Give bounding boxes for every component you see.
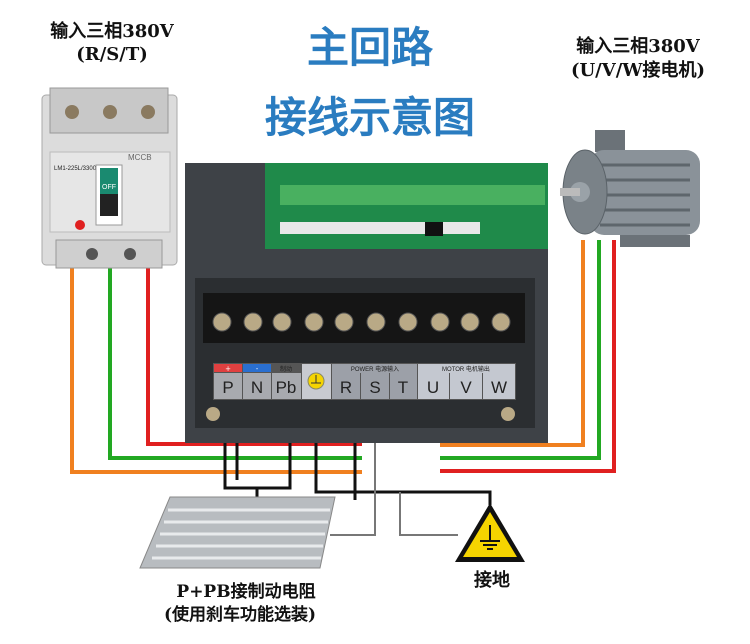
terminal-s: S xyxy=(369,378,380,397)
title-line-2: 接线示意图 xyxy=(265,93,475,142)
terminal-v: V xyxy=(460,378,472,397)
terminal-t: T xyxy=(398,378,408,397)
ground-label: 接地 xyxy=(474,569,510,591)
terminal-labels: P N Pb R S T U V W xyxy=(214,373,515,399)
resistor-note: (使用刹车功能选装) xyxy=(164,604,316,625)
plus-mark: + xyxy=(225,365,231,373)
brake-mark: 制动 xyxy=(280,365,292,373)
brake-resistor xyxy=(139,496,336,569)
input-left-sub: (R/S/T) xyxy=(76,44,148,65)
breaker-brand: MCCB xyxy=(128,153,152,162)
grey-wires xyxy=(330,443,458,536)
terminal-r: R xyxy=(340,378,352,397)
terminal-pb: Pb xyxy=(276,378,297,397)
input-right-sub: (U/V/W接电机) xyxy=(571,59,705,81)
power-header: POWER 电源输入 xyxy=(351,365,399,373)
terminal-p: P xyxy=(222,378,233,397)
black-wires xyxy=(223,443,492,505)
motor xyxy=(560,130,700,247)
circuit-breaker: LM1-225L/3300 MCCB OFF xyxy=(41,87,178,269)
input-right-label: 输入三相380V xyxy=(576,35,701,57)
right-wires xyxy=(440,240,616,473)
ground-icon xyxy=(455,503,525,562)
resistor-label: P+PB接制动电阻 xyxy=(176,581,315,602)
terminal-w: W xyxy=(491,378,507,397)
inverter: + - 制动 POWER 电源输入 MOTOR 电机输出 P N Pb R S … xyxy=(185,163,548,443)
input-left-label: 输入三相380V xyxy=(50,20,175,42)
minus-mark: - xyxy=(256,365,259,373)
breaker-switch-label: OFF xyxy=(102,184,116,191)
motor-header: MOTOR 电机输出 xyxy=(442,365,490,373)
terminal-u: U xyxy=(427,378,439,397)
breaker-indicator-icon xyxy=(75,220,85,230)
title-line-1: 主回路 xyxy=(307,23,434,72)
terminal-n: N xyxy=(251,378,263,397)
breaker-model: LM1-225L/3300 xyxy=(54,166,97,172)
